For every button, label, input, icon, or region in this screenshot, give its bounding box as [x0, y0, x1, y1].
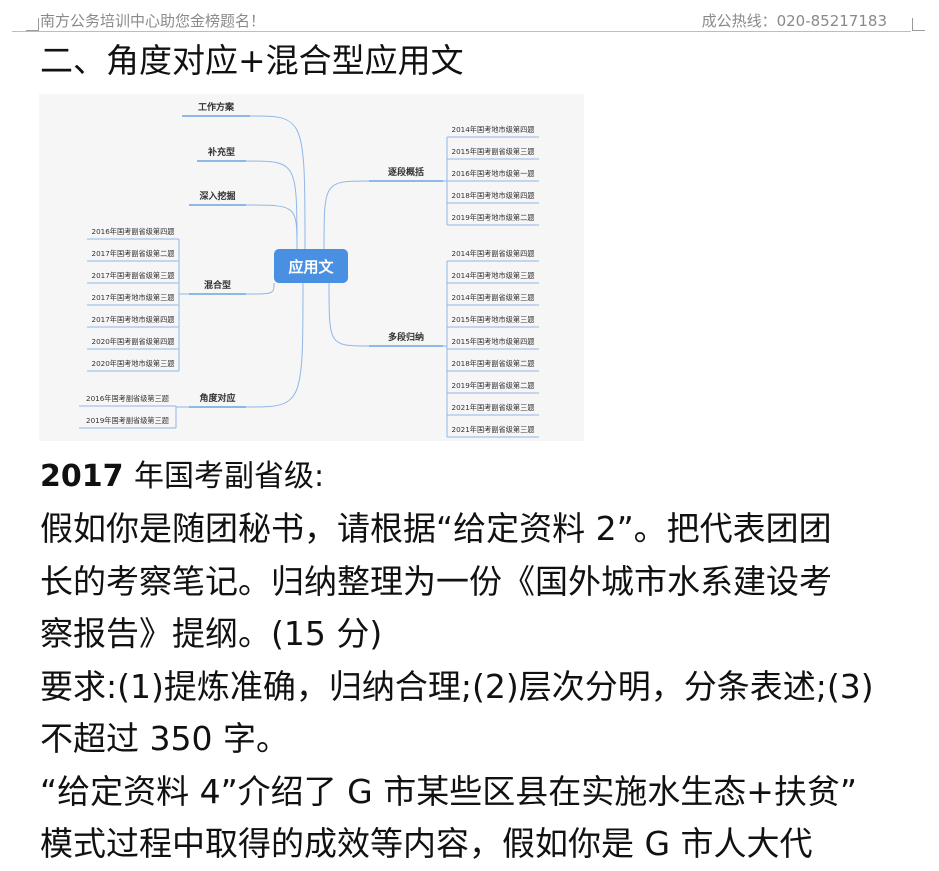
mindmap-segment-item: 2016年国考地市级第一题 — [452, 169, 535, 178]
document-body: 2017 年国考副省级: 假如你是随团秘书，请根据“给定资料 2”。把代表团团 … — [40, 451, 920, 871]
paragraph-3-line-1: “给定资料 4”介绍了 G 市某些区县在实施水生态+扶贫” — [40, 771, 857, 811]
paragraph-1-line-2: 长的考察笔记。归纳整理为一份《国外城市水系建设考 — [40, 561, 832, 601]
header-rule — [12, 31, 911, 32]
mindmap-right-connector — [328, 282, 370, 347]
mindmap-figure: 应用文 工作方案补充型深入挖掘混合型角度对应 2016年国考副省级第四题 2017年国… — [39, 94, 584, 441]
mindmap-left-branch-label: 补充型 — [207, 146, 235, 158]
mindmap-multi-item: 2014年国考副省级第四题 — [452, 249, 535, 258]
mindmap-multi-item: 2019年国考副省级第二题 — [452, 381, 535, 390]
exam-title: 年国考副省级: — [133, 459, 325, 494]
mindmap-multi-item: 2014年国考副省级第三题 — [452, 293, 535, 302]
paragraph-3-line-2: 模式过程中取得的成效等内容，假如你是 G 市人大代 — [40, 824, 813, 863]
mindmap-hybrid-item: 2017年国考地市级第四题 — [92, 315, 175, 324]
header-slogan: 南方公务培训中心助您金榜题名！ — [40, 12, 266, 30]
mindmap-multi-item: 2014年国考地市级第三题 — [452, 271, 535, 280]
mindmap-left-connector — [245, 282, 275, 295]
mindmap-angle-item: 2019年国考副省级第三题 — [86, 416, 169, 425]
mindmap-left-branch-label: 深入挖掘 — [199, 190, 235, 202]
mindmap-hybrid-item: 2017年国考副省级第二题 — [92, 249, 175, 258]
mindmap-multi-item: 2021年国考副省级第三题 — [452, 425, 535, 434]
mindmap-hybrid-item: 2020年国考地市级第三题 — [92, 359, 175, 368]
section-heading: 二、角度对应+混合型应用文 — [40, 41, 464, 80]
mindmap-left-connector — [245, 160, 298, 250]
mindmap-segment-item: 2014年国考地市级第四题 — [452, 125, 535, 134]
mindmap-right-connector — [323, 180, 370, 250]
mindmap-hybrid-item: 2020年国考副省级第四题 — [92, 337, 175, 346]
mindmap-center-label: 应用文 — [288, 258, 334, 276]
mindmap-center-node — [274, 249, 348, 283]
mindmap-hybrid-item: 2017年国考地市级第三题 — [92, 293, 175, 302]
mindmap-multi-item: 2018年国考副省级第二题 — [452, 359, 535, 368]
mindmap-angle-item: 2016年国考副省级第三题 — [86, 394, 169, 403]
paragraph-1-line-1: 假如你是随团秘书，请根据“给定资料 2”。把代表团团 — [40, 509, 832, 548]
paragraph-1-line-3: 察报告》提纲。(15 分) — [40, 614, 383, 653]
mindmap-multi-item: 2015年国考地市级第三题 — [452, 315, 535, 324]
mindmap-right-branch-label: 逐段概括 — [388, 166, 424, 178]
mindmap-left-connector — [245, 204, 298, 250]
exam-year: 2017 — [40, 459, 124, 494]
page-header: 南方公务培训中心助您金榜题名！ 成公热线：020-85217183 — [0, 0, 939, 40]
mindmap-segment-item: 2019年国考地市级第二题 — [452, 213, 535, 222]
mindmap-multi-item: 2015年国考地市级第四题 — [452, 337, 535, 346]
crop-mark-top-right — [912, 18, 925, 31]
mindmap-segment-item: 2018年国考地市级第四题 — [452, 191, 535, 200]
mindmap-hybrid-item: 2016年国考副省级第四题 — [92, 227, 175, 236]
mindmap-hybrid-item: 2017年国考副省级第三题 — [92, 271, 175, 280]
exam-heading: 2017 年国考副省级: — [40, 451, 920, 503]
mindmap-left-branch-label: 工作方案 — [198, 101, 235, 113]
mindmap-left-branch-label: 混合型 — [204, 279, 231, 291]
mindmap-left-connector — [249, 115, 306, 250]
header-hotline: 成公热线：020-85217183 — [701, 12, 887, 30]
mindmap-left-branch-label: 角度对应 — [199, 392, 235, 404]
paragraph-2-line-2: 不超过 350 字。 — [40, 719, 289, 758]
mindmap-multi-item: 2021年国考副省级第三题 — [452, 403, 535, 412]
mindmap-segment-item: 2015年国考副省级第三题 — [452, 147, 535, 156]
paragraph-2-line-1: 要求:(1)提炼准确，归纳合理;(2)层次分明，分条表述;(3) — [40, 666, 874, 706]
mindmap-right-branch-label: 多段归纳 — [388, 331, 424, 343]
crop-mark-top-left — [26, 18, 39, 31]
mindmap-left-connector — [245, 282, 304, 408]
